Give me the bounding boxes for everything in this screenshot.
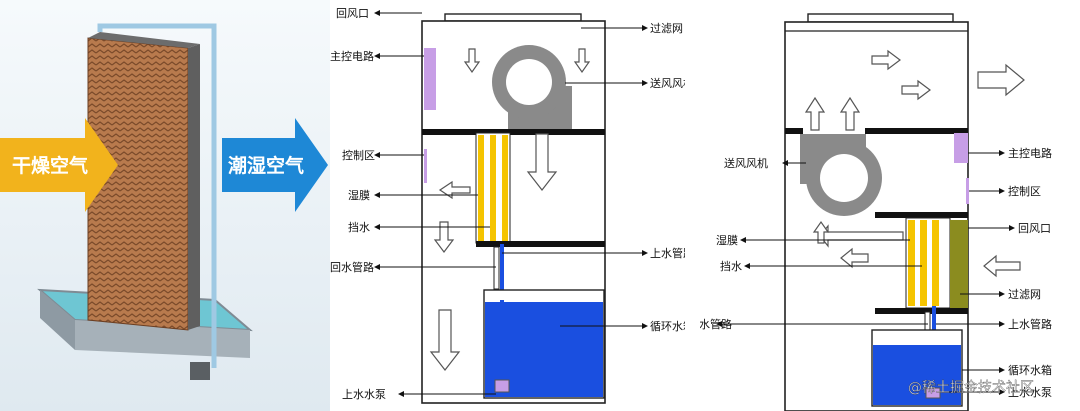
watermark: @稀土掘金技术社区 xyxy=(908,380,1034,396)
top-filter-cap xyxy=(444,13,582,22)
dry-air-label: 干燥空气 xyxy=(12,154,88,177)
circulation-tank xyxy=(483,289,605,399)
middle-divider-right xyxy=(875,212,968,218)
supply-fan-right xyxy=(800,134,882,216)
small-down-arrow xyxy=(433,221,455,253)
main-circuit-label: 主控电路 xyxy=(330,49,374,63)
water-block-label: 挡水 xyxy=(348,220,370,234)
supply-fan-label: 送风风机 xyxy=(650,76,685,90)
wet-pad xyxy=(475,132,511,244)
humid-air-label: 潮湿空气 xyxy=(228,154,304,177)
top-flow-arrows-right xyxy=(804,49,1025,131)
supply-pipe-label-right: 上水管路 xyxy=(1008,317,1052,331)
horizontal-unit-diagram: 主控电路 送风风机 控制区 回风口 湿膜 挡水 过滤网 回水管路 上水管路 循环… xyxy=(700,0,1080,411)
main-circuit-label-right: 主控电路 xyxy=(1008,146,1052,160)
main-circuit-board-right xyxy=(954,133,968,163)
wet-pad-label-right: 湿膜 xyxy=(716,234,738,247)
control-area-label: 控制区 xyxy=(342,148,375,162)
wet-pad-right xyxy=(905,217,951,309)
main-circuit-board xyxy=(424,48,436,110)
bottom-down-arrow xyxy=(429,309,461,371)
supply-fan xyxy=(492,45,572,130)
mid-flow-arrows-right xyxy=(812,220,1021,278)
lower-divider-right xyxy=(875,308,968,314)
upper-divider-right xyxy=(785,128,803,134)
water-pump xyxy=(494,379,510,393)
upper-divider xyxy=(422,129,605,135)
pump-label-right: 上水水泵 xyxy=(1008,386,1052,399)
supply-pipe-label: 上水管路 xyxy=(650,246,685,260)
humid-air-arrow: 潮湿空气 xyxy=(222,118,328,212)
water-pump-right xyxy=(925,387,941,399)
filter-label-right: 过滤网 xyxy=(1008,288,1041,301)
supply-fan-label-right: 送风风机 xyxy=(724,156,768,170)
return-air-label-right: 回风口 xyxy=(1018,222,1051,235)
water-pipe xyxy=(97,23,217,380)
control-area-panel-right xyxy=(966,178,969,204)
left-flow-arrow xyxy=(438,180,471,200)
control-area-panel xyxy=(424,149,427,183)
lower-divider xyxy=(476,241,605,247)
dry-air-arrow: 干燥空气 xyxy=(0,118,118,212)
upper-divider-right-2 xyxy=(865,128,968,134)
return-air-label: 回风口 xyxy=(336,7,369,20)
filter-panel-right xyxy=(950,220,968,308)
wet-pad-label: 湿膜 xyxy=(348,189,370,202)
return-pipe-label-right: 回水管路 xyxy=(700,317,732,331)
return-water-pipe xyxy=(493,246,500,290)
filter-label: 过滤网 xyxy=(650,22,683,35)
evaporative-cooler-illustration: 干燥空气 潮湿空气 xyxy=(0,0,330,411)
large-down-arrow xyxy=(526,133,558,191)
circulation-tank-right xyxy=(871,329,963,407)
vertical-unit-diagram: 回风口 过滤网 主控电路 送风风机 控制区 湿膜 挡水 上水管路 回水管路 循环… xyxy=(330,0,685,411)
top-cap xyxy=(807,13,954,23)
tank-label-right: 循环水箱 xyxy=(1008,363,1052,377)
tank-label: 循环水箱 xyxy=(650,319,685,333)
top-flow-arrows xyxy=(463,48,591,74)
return-pipe-label: 回水管路 xyxy=(330,260,374,274)
pump-label: 上水水泵 xyxy=(342,388,386,401)
control-area-label-right: 控制区 xyxy=(1008,184,1041,198)
water-block-label-right: 挡水 xyxy=(720,259,742,273)
wet-pad-block xyxy=(87,32,200,331)
